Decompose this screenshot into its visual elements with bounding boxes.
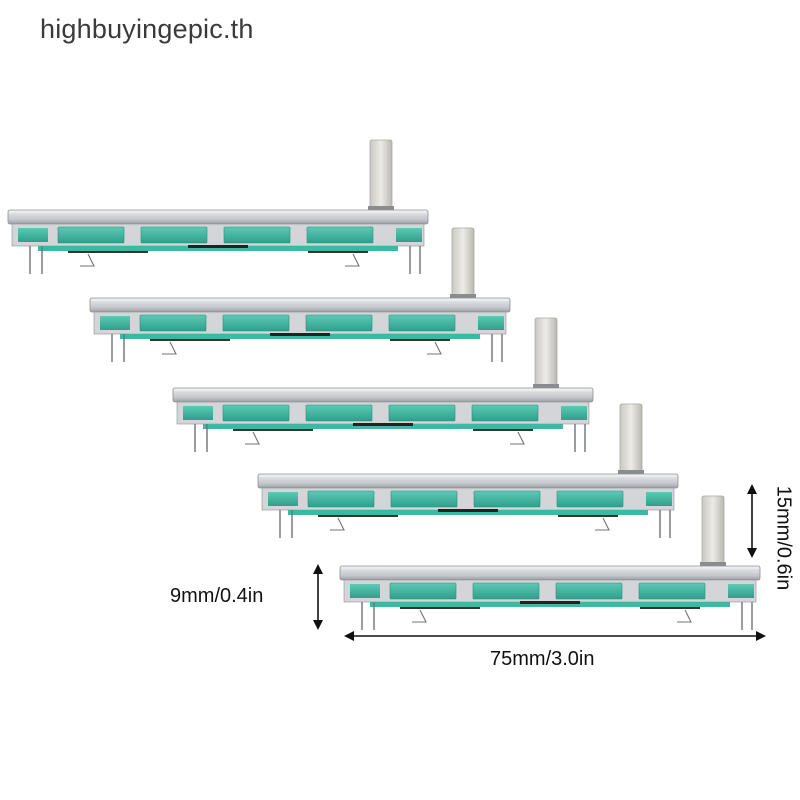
height-arrow-head-bottom (313, 620, 323, 630)
green-insulator-segment (471, 404, 539, 422)
wiper-strip (318, 515, 398, 517)
solder-tab (80, 253, 95, 267)
slider-knob (451, 227, 475, 301)
green-insulator-segment (472, 582, 540, 600)
green-rail (288, 510, 648, 515)
resistive-strip (438, 509, 498, 512)
slider-knob (369, 139, 393, 213)
solder-tab (245, 431, 260, 445)
resistive-strip (188, 245, 248, 248)
slide-potentiometer-5 (339, 495, 761, 630)
width-dimension-label: 75mm/3.0in (490, 648, 595, 670)
solder-tab (412, 609, 427, 623)
green-insulator-segment (139, 314, 207, 332)
green-insulator-segment (57, 226, 125, 244)
green-insulator-end (350, 584, 380, 598)
solder-tab (595, 517, 610, 531)
green-insulator-end (183, 406, 213, 420)
green-insulator-segment (555, 582, 623, 600)
slide-potentiometer-4 (257, 403, 679, 538)
green-insulator-end (100, 316, 130, 330)
green-insulator-segment (305, 314, 373, 332)
green-insulator-end (396, 228, 422, 242)
slide-potentiometer-2 (89, 227, 511, 362)
green-insulator-segment (223, 226, 291, 244)
solder-tab (510, 431, 525, 445)
depth-arrow-head-bottom (747, 548, 757, 558)
watermark-text: highbuyingepic.th (40, 14, 254, 44)
slider-knob (534, 317, 558, 391)
height-arrow-head-top (313, 564, 323, 574)
green-insulator-segment (222, 404, 290, 422)
green-insulator-end (646, 492, 672, 506)
green-rail (38, 246, 398, 251)
wiper-strip (150, 339, 230, 341)
resistive-strip (353, 423, 413, 426)
green-insulator-segment (389, 582, 457, 600)
depth-arrow-head-top (747, 484, 757, 494)
green-insulator-segment (638, 582, 706, 600)
solder-tab (427, 341, 442, 355)
green-insulator-segment (307, 490, 375, 508)
slider-knob (701, 495, 725, 569)
wiper-strip (473, 429, 533, 431)
green-insulator-segment (222, 314, 290, 332)
green-insulator-end (478, 316, 504, 330)
wiper-strip (558, 515, 618, 517)
wiper-strip (640, 607, 700, 609)
green-rail (203, 424, 563, 429)
green-insulator-segment (140, 226, 208, 244)
slide-potentiometer-1 (7, 139, 429, 274)
green-insulator-segment (473, 490, 541, 508)
green-insulator-end (18, 228, 48, 242)
solder-tab (677, 609, 692, 623)
width-arrow-head-left (344, 631, 354, 641)
green-insulator-end (268, 492, 298, 506)
green-insulator-segment (388, 314, 456, 332)
resistive-strip (520, 601, 580, 604)
green-insulator-segment (306, 226, 374, 244)
green-rail (120, 334, 480, 339)
wiper-strip (400, 607, 480, 609)
slide-potentiometer-3 (172, 317, 594, 452)
wiper-strip (233, 429, 313, 431)
wiper-strip (390, 339, 450, 341)
depth-dimension-label: 15mm/0.6in (772, 485, 795, 591)
green-insulator-segment (556, 490, 624, 508)
slider-knob (619, 403, 643, 477)
resistive-strip (270, 333, 330, 336)
solder-tab (162, 341, 177, 355)
green-rail (370, 602, 730, 607)
height-dimension-label: 9mm/0.4in (170, 585, 264, 607)
green-insulator-segment (390, 490, 458, 508)
dimension-arrows (313, 484, 766, 641)
green-insulator-end (728, 584, 754, 598)
green-insulator-segment (388, 404, 456, 422)
wiper-strip (68, 251, 148, 253)
solder-tab (330, 517, 345, 531)
green-insulator-end (561, 406, 587, 420)
green-insulator-segment (305, 404, 373, 422)
solder-tab (345, 253, 360, 267)
wiper-strip (308, 251, 368, 253)
width-arrow-head-right (756, 631, 766, 641)
